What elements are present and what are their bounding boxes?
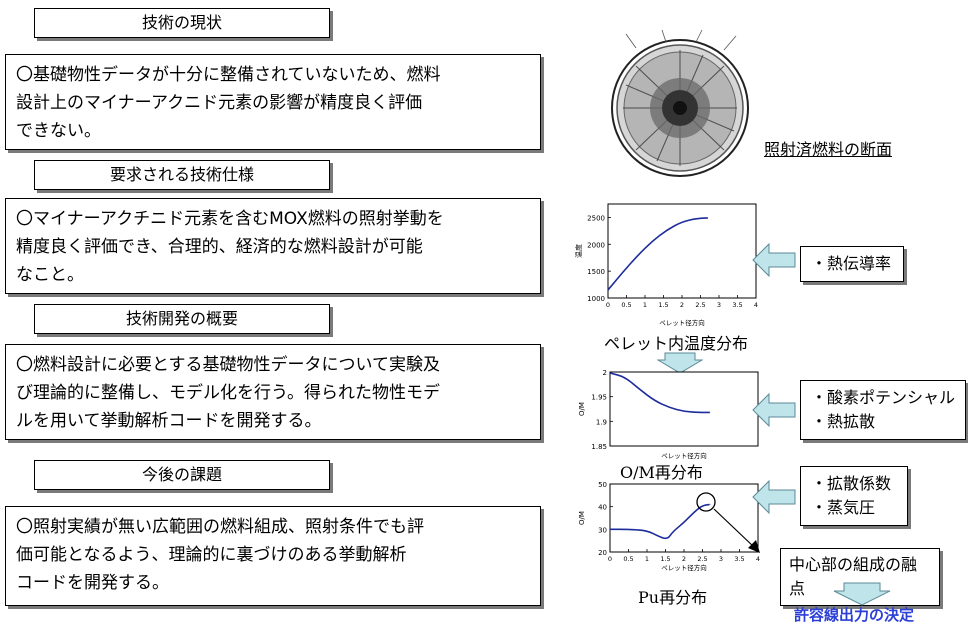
x-axis-label: ペレット径方向 — [661, 451, 707, 460]
down-arrow-icon — [657, 352, 703, 374]
x-tick-label: 4 — [754, 301, 758, 309]
plot-frame — [609, 483, 759, 553]
tag-text: ・熱拡散 — [811, 412, 876, 431]
text-line: 精度良く評価でき、合理的、経済的な燃料設計が可能 — [16, 237, 423, 257]
y-tick-label: 1500 — [587, 268, 605, 276]
y-tick-label: 2000 — [587, 241, 605, 249]
oxygen-potential-tag: ・酸素ポテンシャル ・熱拡散 — [800, 380, 966, 440]
x-tick-label: 0.5 — [621, 301, 631, 309]
left-arrow-icon — [752, 393, 796, 427]
heading-text: 技術開発の概要 — [125, 309, 238, 328]
text-line: なこと。 — [16, 265, 84, 285]
y-tick-label: 50 — [598, 481, 607, 489]
melting-point-box: 中心部の組成の融点 — [780, 548, 940, 606]
text-line: 〇照射実績が無い広範囲の燃料組成、照射条件でも評 — [16, 517, 424, 537]
y-tick-label: 40 — [598, 504, 607, 512]
x-tick-label: 2.5 — [697, 555, 707, 563]
y-tick-label: 1.9 — [596, 418, 607, 426]
text-line: 設計上のマイナーアクニド元素の影響が精度良く評価 — [16, 93, 423, 113]
left-arrow-icon — [752, 243, 796, 277]
melting-point-text: 中心部の組成の融点 — [789, 555, 918, 598]
y-tick-label: 1.95 — [591, 394, 607, 402]
x-axis-label: ペレット径方向 — [659, 318, 705, 327]
current-status-text: 〇基礎物性データが十分に整備されていないため、燃料 設計上のマイナーアクニド元素… — [5, 54, 541, 150]
y-tick-label: 1000 — [587, 295, 605, 303]
cross-section-label: 照射済燃料の断面 — [764, 140, 893, 159]
heading-text: 要求される技術仕様 — [109, 165, 254, 184]
x-tick-label: 2 — [680, 301, 684, 309]
development-overview-text: 〇燃料設計に必要とする基礎物性データについて実験及 び理論的に整備し、モデル化を… — [5, 344, 541, 440]
x-tick-label: 1.5 — [658, 301, 668, 309]
tag-text: ・熱伝導率 — [811, 254, 892, 273]
text-line: 〇燃料設計に必要とする基礎物性データについて実験及 — [16, 355, 440, 375]
plot-frame — [607, 203, 757, 299]
down-arrow-icon — [833, 582, 891, 606]
tag-text: ・拡散係数 — [811, 474, 892, 493]
text-line: コードを開発する。 — [16, 573, 169, 593]
x-tick-label: 0 — [606, 301, 610, 309]
text-line: できない。 — [16, 121, 101, 141]
x-tick-label: 3 — [719, 555, 723, 563]
y-tick-label: 2500 — [587, 214, 605, 222]
series-line — [609, 372, 710, 414]
fuel-cross-section-image — [611, 29, 749, 177]
temperature-distribution-chart: 1000 1500 2000 2500 0 0.5 1 1.5 2 2.5 3 3.5 4 ペレット径方向… — [574, 203, 758, 327]
heading-current-status: 技術の現状 — [34, 8, 330, 38]
y-axis-label: O/M — [578, 511, 586, 525]
x-tick-label: 3 — [717, 301, 721, 309]
required-spec-text: 〇マイナーアクチニド元素を含むMOX燃料の照射挙動を 精度良く評価でき、合理的、… — [5, 198, 541, 294]
diffusion-coefficient-tag: ・拡散係数 ・蒸気圧 — [800, 466, 908, 526]
tag-text: ・蒸気圧 — [811, 498, 876, 517]
om-caption: O/M再分布 — [620, 463, 703, 482]
left-arrow-icon — [752, 480, 796, 514]
y-tick-label: 2 — [603, 369, 607, 377]
temperature-caption: ペレット内温度分布 — [604, 334, 749, 353]
tag-text: ・酸素ポテンシャル — [811, 388, 956, 407]
x-tick-label: 3.5 — [732, 301, 742, 309]
text-line: 〇基礎物性データが十分に整備されていないため、燃料 — [16, 65, 441, 85]
x-tick-label: 1.5 — [660, 555, 670, 563]
x-tick-label: 1 — [645, 555, 649, 563]
center-pointer-arrow — [696, 492, 760, 553]
x-tick-label: 2.5 — [695, 301, 705, 309]
text-line: 価可能となるよう、理論的に裏づけのある挙動解析 — [16, 545, 407, 565]
y-tick-label: 30 — [598, 526, 607, 534]
om-redistribution-chart: 1.85 1.9 1.95 2 ペレット径方向 O/M — [578, 369, 759, 460]
x-tick-label: 2 — [682, 555, 686, 563]
thermal-conductivity-tag: ・熱伝導率 — [800, 246, 904, 282]
heading-future-issues: 今後の課題 — [34, 460, 330, 490]
allowable-power-decision: 許容線出力の決定 — [794, 606, 915, 624]
x-tick-label: 1 — [643, 301, 647, 309]
y-tick-label: 1.85 — [591, 443, 607, 451]
x-tick-label: 3.5 — [734, 555, 744, 563]
future-issues-text: 〇照射実績が無い広範囲の燃料組成、照射条件でも評 価可能となるよう、理論的に裏づ… — [5, 506, 541, 606]
x-tick-label: 0.5 — [623, 555, 633, 563]
pu-redistribution-chart: 20 30 40 50 0 0.5 1 1.5 2 2.5 3 3.5 4 ペレット径方向 O/M — [578, 481, 760, 572]
y-axis-label: 温度 — [574, 244, 583, 258]
series-line — [609, 503, 711, 540]
y-tick-label: 20 — [598, 549, 607, 557]
x-tick-label: 4 — [756, 555, 760, 563]
heading-text: 技術の現状 — [141, 13, 222, 32]
x-axis-label: ペレット径方向 — [661, 563, 707, 572]
heading-development-overview: 技術開発の概要 — [34, 304, 330, 334]
heading-text: 今後の課題 — [141, 465, 222, 484]
y-axis-label: O/M — [578, 402, 586, 416]
heading-required-spec: 要求される技術仕様 — [34, 160, 330, 190]
text-line: ルを用いて挙動解析コードを開発する。 — [16, 411, 322, 431]
series-line — [607, 217, 708, 291]
text-line: び理論的に整備し、モデル化を行う。得られた物性モデ — [16, 383, 440, 403]
x-tick-label: 0 — [608, 555, 612, 563]
text-line: 〇マイナーアクチニド元素を含むMOX燃料の照射挙動を — [16, 209, 444, 229]
pu-caption: Pu再分布 — [638, 588, 708, 607]
